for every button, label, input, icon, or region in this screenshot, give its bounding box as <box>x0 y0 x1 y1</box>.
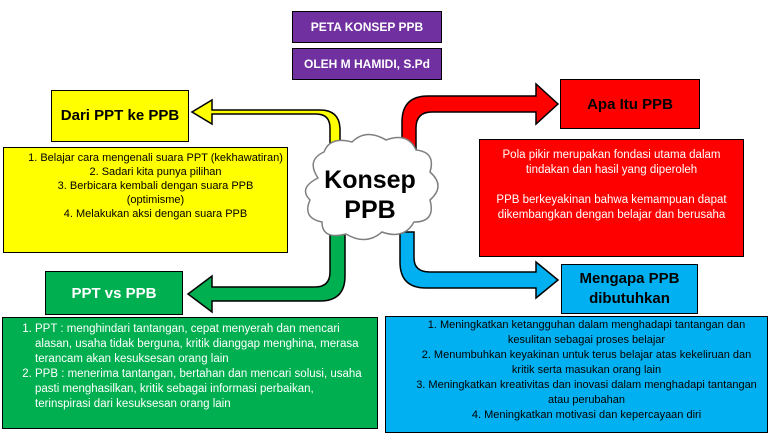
green-connector-arrow <box>186 231 346 314</box>
concept-cloud-shape <box>304 133 439 241</box>
ppt-to-ppb-heading: Dari PPT ke PPB <box>60 107 180 124</box>
ppt-to-ppb-list-box: Belajar cara mengenali suara PPT (kekhaw… <box>3 147 288 253</box>
list-item: Belajar cara mengenali suara PPT (kekhaw… <box>28 151 283 165</box>
ppt-vs-ppb-heading: PPT vs PPB <box>71 284 157 302</box>
what-is-ppb-paragraph-2: PPB berkeyakinan bahwa kemampuan dapat d… <box>496 194 727 221</box>
concept-center-line1: Konsep <box>324 166 416 194</box>
author-box: OLEH M HAMIDI, S.Pd <box>292 48 442 80</box>
list-item: Meningkatkan kreativitas dan inovasi dal… <box>410 378 763 408</box>
why-ppb-heading-box: Mengapa PPB dibutuhkan <box>561 264 698 314</box>
what-is-ppb-paragraph-1: Pola pikir merupakan fondasi utama dalam… <box>502 149 721 176</box>
red-connector-arrow <box>401 82 560 169</box>
list-item: PPB : menerima tantangan, bertahan dan m… <box>35 367 371 412</box>
ppt-vs-ppb-list: PPT : menghindari tantangan, cepat menye… <box>15 322 371 412</box>
why-ppb-heading: Mengapa PPB dibutuhkan <box>579 270 680 307</box>
why-ppb-list-box: Meningkatkan ketangguhan dalam menghadap… <box>385 316 768 433</box>
what-is-ppb-text-box: Pola pikir merupakan fondasi utama dalam… <box>479 139 744 257</box>
concept-center-label: Konsep PPB <box>318 160 422 230</box>
ppt-vs-ppb-heading-box: PPT vs PPB <box>45 271 183 315</box>
blue-connector-arrow <box>399 231 560 300</box>
concept-center-line2: PPB <box>344 196 396 224</box>
map-title: PETA KONSEP PPB <box>310 20 424 34</box>
list-item: Melakukan aksi dengan suara PPB <box>28 207 283 221</box>
list-item: Meningkatkan motivasi dan kepercayaan di… <box>410 408 763 423</box>
author-label: OLEH M HAMIDI, S.Pd <box>304 57 430 71</box>
ppt-to-ppb-heading-box: Dari PPT ke PPB <box>51 90 189 142</box>
list-item: Berbicara kembali dengan suara PPB (opti… <box>28 179 283 207</box>
ppt-to-ppb-list: Belajar cara mengenali suara PPT (kekhaw… <box>8 151 283 221</box>
list-item: Menumbuhkan keyakinan untuk terus belaja… <box>410 348 763 378</box>
list-item: PPT : menghindari tantangan, cepat menye… <box>35 322 371 367</box>
list-item: Sadari kita punya pilihan <box>28 165 283 179</box>
why-ppb-list: Meningkatkan ketangguhan dalam menghadap… <box>390 318 763 423</box>
map-title-box: PETA KONSEP PPB <box>292 11 442 43</box>
ppt-vs-ppb-list-box: PPT : menghindari tantangan, cepat menye… <box>2 317 378 429</box>
yellow-connector-arrow <box>190 98 341 161</box>
what-is-ppb-heading: Apa Itu PPB <box>587 95 673 113</box>
list-item: Meningkatkan ketangguhan dalam menghadap… <box>410 318 763 348</box>
what-is-ppb-heading-box: Apa Itu PPB <box>560 79 700 129</box>
